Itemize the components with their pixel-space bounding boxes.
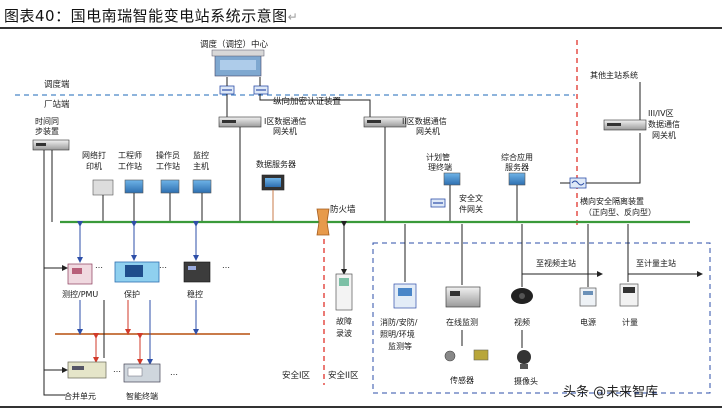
sensor-icon: [444, 349, 489, 362]
dispatch-center-building-icon: [211, 49, 265, 77]
ellipsis-2: …: [159, 261, 167, 270]
gateway-2-label-line2: 网关机: [416, 126, 440, 136]
ws-links: [102, 193, 203, 222]
gateway-34-icon: [603, 119, 647, 131]
fault-rec-line1: 故障: [336, 316, 352, 326]
stability-label: 稳控: [187, 289, 203, 299]
firewall-label: 防火墙: [330, 204, 356, 215]
time-sync-label-line2: 步装置: [35, 126, 59, 136]
gateway-1-label-line2: 网关机: [273, 126, 297, 136]
online-monitor-icon: [445, 286, 481, 308]
ws-engineer-line2: 工作站: [118, 161, 142, 171]
file-gateway-line1: 安全文: [459, 193, 483, 203]
bay-links: [77, 221, 199, 263]
protect-device-icon: [114, 261, 160, 283]
meter-label: 计量: [622, 317, 638, 327]
fire-line1: 消防/安防/: [380, 317, 418, 327]
data-server-label: 数据服务器: [256, 159, 296, 169]
fire-device-icon: [393, 283, 417, 309]
power-icon: [579, 287, 597, 307]
gateway-34-line3: 网关机: [652, 130, 676, 140]
merging-label: 合并单元: [64, 391, 96, 401]
dispatch-center-label: 调度（调控）中心: [200, 39, 269, 50]
ellipsis-1: …: [95, 261, 103, 270]
link-enc2-gw2: [259, 94, 371, 117]
app-server-icon: [508, 172, 526, 186]
fault-rec-line2: 录波: [336, 328, 352, 338]
bottom-rule: [0, 406, 722, 408]
video-icon: [511, 288, 533, 304]
gateway-1-icon: [218, 116, 262, 128]
merging-unit-icon: [67, 361, 107, 379]
other-master-label: 其他主站系统: [590, 70, 638, 80]
time-sync-label-line1: 时间同: [35, 116, 59, 126]
process-links: [77, 300, 199, 365]
isolation-line1: 横向安全隔离装置: [580, 196, 644, 206]
app-server-line1: 综合应用: [501, 152, 533, 162]
gateway-34-line1: III/IV区: [648, 109, 674, 118]
file-gateway-line2: 件网关: [459, 204, 483, 214]
video-label: 视频: [514, 317, 530, 327]
ws-monitor-line2: 主机: [193, 161, 209, 171]
data-server-icon: [261, 174, 285, 191]
ws-engineer-line1: 工程师: [118, 150, 142, 160]
figure-title-text: 图表40：国电南瑞智能变电站系统示意图: [4, 7, 288, 25]
fire-line3: 监测等: [388, 341, 412, 351]
smart-terminal-label: 智能终端: [126, 391, 158, 401]
plan-terminal-line1: 计划管: [426, 152, 450, 162]
fire-line2: 照明/环境: [380, 329, 415, 339]
isolation-line2: （正向型、反向型）: [584, 207, 656, 217]
protect-label: 保护: [124, 289, 140, 299]
top-rule: [0, 27, 722, 29]
fault-recorder-icon: [335, 273, 353, 311]
isolation-to-gw34: [586, 133, 641, 184]
power-label: 电源: [580, 317, 596, 327]
ws-operator-line2: 工作站: [156, 161, 180, 171]
time-sync-device-icon: [32, 139, 70, 151]
meter-icon: [619, 283, 639, 307]
safety-zone-2-label: 安全II区: [328, 370, 359, 381]
camera-label: 摄像头: [514, 376, 538, 386]
figure-title: 图表40：国电南瑞智能变电站系统示意图↵: [4, 5, 298, 26]
dispatch-side-label: 调度端: [44, 79, 70, 90]
return-mark: ↵: [287, 10, 299, 24]
ws-operator-line1: 操作员: [156, 150, 180, 160]
firewall-icon: [316, 208, 330, 236]
stability-device-icon: [183, 261, 211, 283]
time-sync-line-a: [43, 150, 65, 396]
ws-printer-line2: 印机: [86, 161, 102, 171]
gateway-2-icon: [363, 116, 407, 128]
sensor-label: 传感器: [450, 375, 474, 385]
watermark: 头条 @未来智库: [563, 384, 658, 400]
app-server-line2: 服务器: [505, 162, 529, 172]
measure-label: 测控/PMU: [62, 289, 98, 299]
smart-terminal-icon: [123, 363, 161, 383]
encryption-label: 纵向加密认证装置: [273, 96, 342, 107]
plan-terminal-icon: [443, 172, 461, 186]
gateway-1-label-line1: I区数据通信: [264, 116, 306, 126]
ws-printer-line1: 网络打: [82, 150, 106, 160]
ellipsis-5: …: [170, 368, 178, 377]
zone2-links: [404, 224, 629, 287]
file-gateway-icon: [430, 198, 446, 208]
plan-terminal-line2: 理终端: [428, 162, 452, 172]
ellipsis-3: …: [222, 261, 230, 270]
to-meter-label: 至计量主站: [636, 258, 676, 268]
gateway-34-line2: 数据通信: [648, 119, 680, 129]
online-label: 在线监测: [446, 317, 478, 327]
camera-icon: [517, 350, 531, 369]
station-side-label: 厂站端: [44, 99, 70, 110]
ws-monitor-line1: 监控: [193, 150, 209, 160]
ellipsis-4: …: [113, 365, 121, 374]
to-video-label: 至视频主站: [536, 258, 576, 268]
gateway-2-label-line1: II区数据通信: [402, 116, 447, 126]
workstation-icons: [92, 179, 212, 196]
safety-zone-1-label: 安全I区: [282, 370, 311, 381]
encryption-device-icon: [219, 85, 269, 95]
isolation-device-icon: [569, 177, 587, 189]
measure-device-icon: [67, 263, 93, 285]
